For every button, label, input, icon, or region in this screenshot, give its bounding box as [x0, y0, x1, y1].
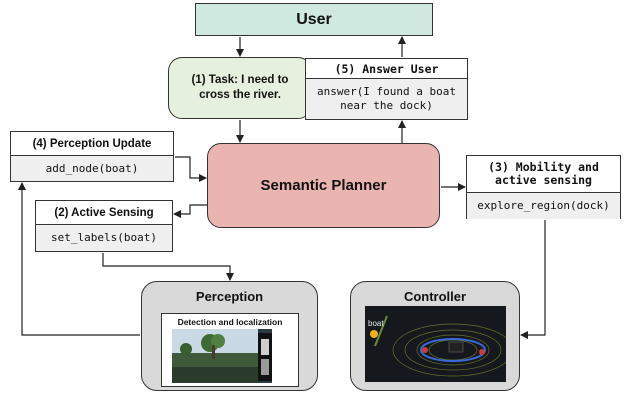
arrow-planner-to-active: [173, 204, 207, 218]
arrow-perc-update-to-planner: [175, 156, 207, 182]
active-sensing-title: (2) Active Sensing: [36, 201, 172, 225]
controller-title: Controller: [403, 289, 467, 304]
controller-scene-image: [365, 306, 506, 382]
answer-user-title: (5) Answer User: [306, 59, 467, 79]
mobility-card: (3) Mobility and active sensing explore_…: [466, 155, 621, 219]
perception-update-code: add_node(boat): [11, 156, 173, 181]
answer-user-code: answer(I found a boat near the dock): [306, 79, 467, 119]
perception-title: Perception: [195, 289, 264, 304]
arrow-active-to-perception: [102, 253, 234, 281]
controller-boat-label: boat: [368, 319, 384, 328]
task-bubble: (1) Task: I need to cross the river.: [168, 57, 312, 119]
active-sensing-card: (2) Active Sensing set_labels(boat): [35, 200, 173, 252]
mobility-title: (3) Mobility and active sensing: [467, 156, 620, 193]
answer-user-card: (5) Answer User answer(I found a boat ne…: [305, 58, 468, 120]
mobility-title-line2: active sensing: [495, 173, 592, 187]
arrow-perception-to-update: [18, 182, 140, 336]
arrow-mobility-to-controller: [520, 220, 546, 339]
perception-caption: Detection and localization: [177, 317, 283, 327]
mobility-code: explore_region(dock): [467, 193, 620, 219]
mobility-title-line1: (3) Mobility and: [488, 160, 599, 174]
user-box: User: [195, 3, 433, 36]
semantic-planner-box: Semantic Planner: [207, 143, 440, 228]
perception-update-title: (4) Perception Update: [11, 132, 173, 156]
perception-scene-image: [172, 329, 272, 383]
task-text: (1) Task: I need to cross the river.: [191, 74, 289, 101]
active-sensing-code: set_labels(boat): [36, 225, 172, 251]
perception-update-card: (4) Perception Update add_node(boat): [10, 131, 174, 182]
semantic-planner-label: Semantic Planner: [260, 177, 387, 194]
user-label: User: [296, 10, 332, 28]
